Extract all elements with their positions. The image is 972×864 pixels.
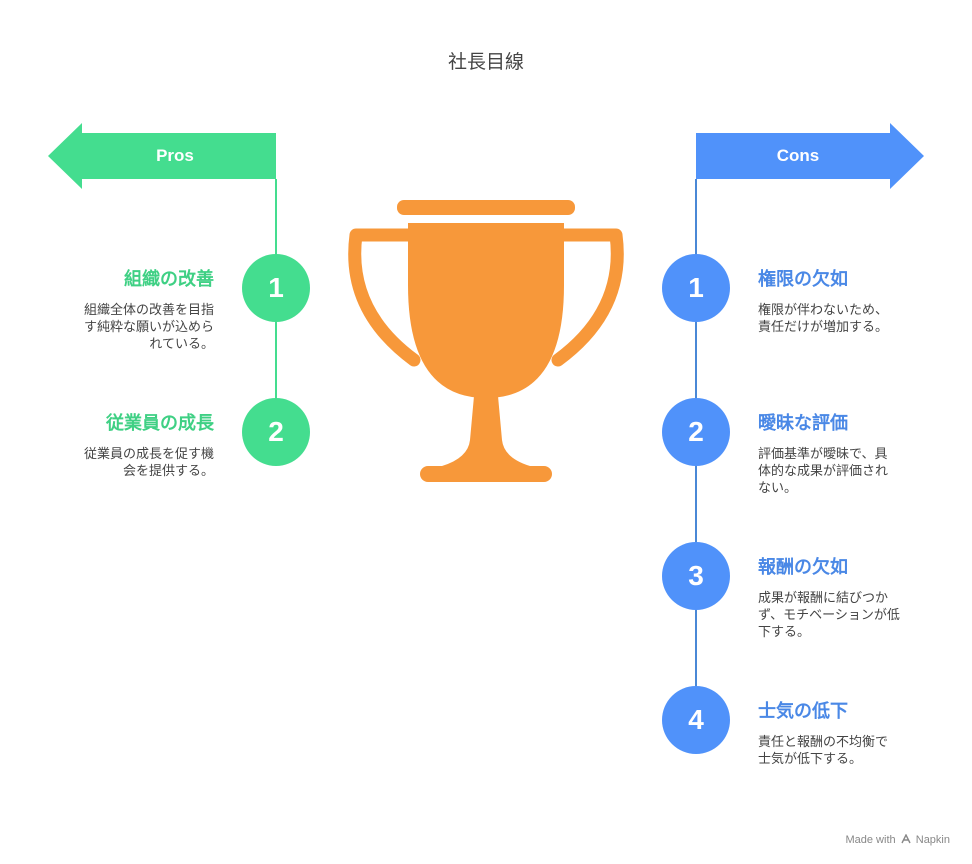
pros-banner-arrow xyxy=(48,123,276,189)
desc-line: れている。 xyxy=(149,337,214,352)
desc-line: ず、モチベーションが低 xyxy=(758,608,900,623)
pros-item-1-number: 1 xyxy=(242,254,310,322)
pros-item-2-desc: 従業員の成長を促す機 会を提供する。 xyxy=(54,446,214,480)
napkin-logo-icon xyxy=(901,833,911,844)
cons-item-1-number: 1 xyxy=(662,254,730,322)
footer-brand: Napkin xyxy=(915,834,950,846)
desc-line: ない。 xyxy=(758,481,798,496)
desc-line: 下する。 xyxy=(758,625,811,640)
cons-item-2-title: 曖昧な評価 xyxy=(758,413,848,434)
desc-line: 成果が報酬に結びつか xyxy=(758,591,889,606)
pros-item-2-title: 従業員の成長 xyxy=(106,413,214,434)
desc-line: 評価基準が曖昧で、具 xyxy=(758,447,888,462)
cons-item-4-title: 士気の低下 xyxy=(758,701,848,722)
desc-line: 士気が低下する。 xyxy=(758,752,863,767)
cons-item-2-number: 2 xyxy=(662,398,730,466)
desc-line: 責任と報酬の不均衡で xyxy=(758,735,889,750)
cons-banner-label: Cons xyxy=(776,146,820,165)
cons-item-1-title: 権限の欠如 xyxy=(758,269,848,290)
pros-item-2-number: 2 xyxy=(242,398,310,466)
cons-banner-arrow xyxy=(696,123,924,189)
desc-line: 権限が伴わないため、 xyxy=(758,303,889,318)
desc-line: 責任だけが増加する。 xyxy=(758,320,889,335)
diagram-title: 社長目線 xyxy=(447,51,524,73)
pros-item-1-title: 組織の改善 xyxy=(124,269,214,290)
footer-text: Made with xyxy=(845,834,896,846)
desc-line: 組織全体の改善を目指 xyxy=(83,303,214,318)
cons-item-2-desc: 評価基準が曖昧で、具 体的な成果が評価され ない。 xyxy=(758,446,938,497)
desc-line: 体的な成果が評価され xyxy=(758,464,889,479)
desc-line: す純粋な願いが込めら xyxy=(83,320,214,335)
cons-item-3-title: 報酬の欠如 xyxy=(758,557,848,578)
cons-item-4-number: 4 xyxy=(662,686,730,754)
desc-line: 従業員の成長を促す機 xyxy=(83,447,214,462)
cons-item-1-desc: 権限が伴わないため、 責任だけが増加する。 xyxy=(758,302,938,336)
napkin-footer: Made with Napkin xyxy=(845,833,950,846)
desc-line: 会を提供する。 xyxy=(122,464,214,479)
pros-item-1-desc: 組織全体の改善を目指 す純粋な願いが込めら れている。 xyxy=(54,302,214,353)
cons-item-4-desc: 責任と報酬の不均衡で 士気が低下する。 xyxy=(758,734,938,768)
cons-item-3-number: 3 xyxy=(662,542,730,610)
pros-banner-label: Pros xyxy=(156,146,194,165)
cons-item-3-desc: 成果が報酬に結びつか ず、モチベーションが低 下する。 xyxy=(758,590,938,641)
trophy-icon xyxy=(348,200,624,482)
